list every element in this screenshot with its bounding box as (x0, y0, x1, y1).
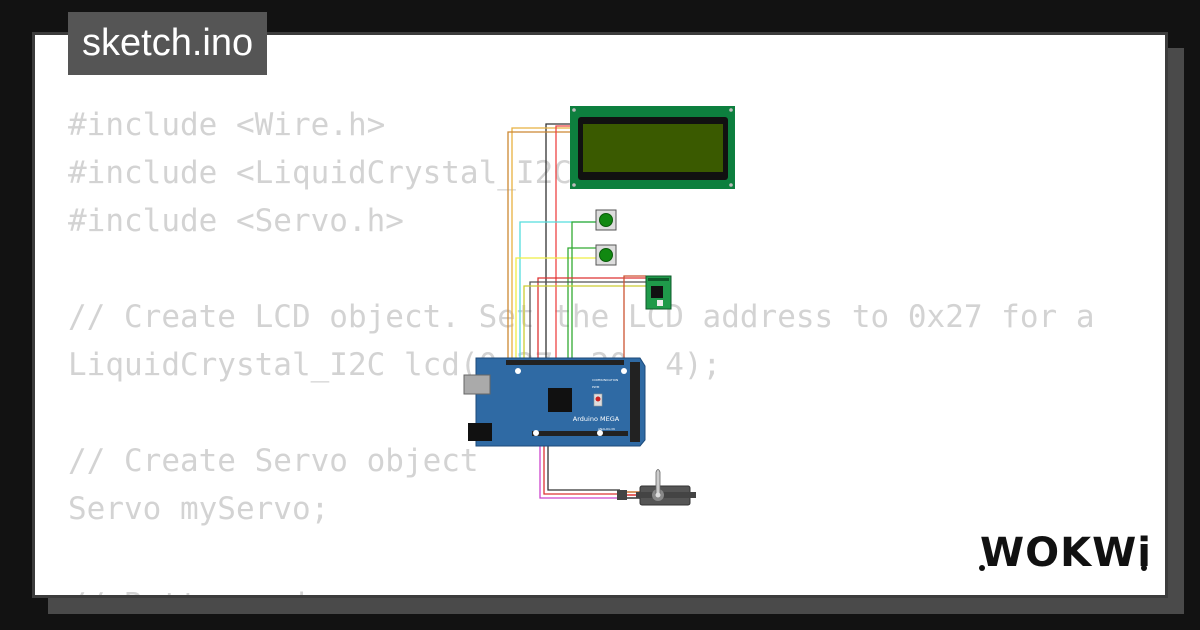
pwm-label: PWM (592, 385, 600, 389)
power-jack (468, 423, 492, 441)
analog-label: ANALOG IN (598, 427, 615, 431)
code-line: #include <LiquidCrystal_I2C.h> (68, 155, 628, 191)
wire-button2 (515, 257, 596, 362)
code-line: #include <Wire.h> (68, 107, 386, 143)
wire-button1-gnd (571, 221, 612, 362)
arduino-mega-board[interactable]: Arduino MEGA COMMUNICATION PWM ANALOG IN (463, 357, 646, 447)
wire-sda-lcd (511, 127, 574, 362)
wire-module-vcc (537, 277, 646, 362)
wire-button1 (519, 221, 596, 362)
wire-gnd-lcd (545, 123, 574, 362)
mcu-chip (548, 388, 572, 412)
code-line: // Create LCD object. Set the LCD addres… (68, 299, 1095, 335)
header-right (630, 362, 640, 442)
file-tab[interactable]: sketch.ino (68, 12, 268, 75)
header-top (506, 360, 624, 365)
code-editor[interactable]: #include <Wire.h> #include <LiquidCrystal… (68, 101, 1095, 595)
push-button-2[interactable] (595, 244, 617, 266)
lcd-display[interactable] (570, 106, 735, 189)
wire-scl-lcd (507, 131, 574, 362)
wire-servo-signal (539, 442, 620, 499)
servo-connector (617, 490, 627, 500)
usb-port (463, 374, 491, 395)
code-line: Servo myServo; (68, 491, 330, 527)
push-button-1[interactable] (595, 209, 617, 231)
header-bottom (532, 431, 628, 436)
wire-module-gnd (529, 281, 646, 362)
board-label: Arduino MEGA (573, 415, 620, 423)
servo-horn (655, 469, 661, 496)
wire-servo-gnd (547, 442, 620, 491)
logo-text: WOKWi (980, 530, 1150, 576)
wire-servo-vcc (543, 442, 620, 495)
code-line: // Buttons pins (68, 581, 1095, 595)
sensor-module[interactable] (645, 275, 672, 310)
comm-label: COMMUNICATION (592, 378, 618, 382)
code-line: #include <Servo.h> (68, 203, 404, 239)
wire-module-data (523, 285, 646, 362)
wokwi-logo: WOKWi (979, 530, 1150, 576)
wire-module-aux (623, 275, 646, 362)
servo-motor[interactable] (617, 469, 696, 506)
code-line: // Create Servo object (68, 443, 479, 479)
wire-vcc-lcd (555, 125, 574, 362)
